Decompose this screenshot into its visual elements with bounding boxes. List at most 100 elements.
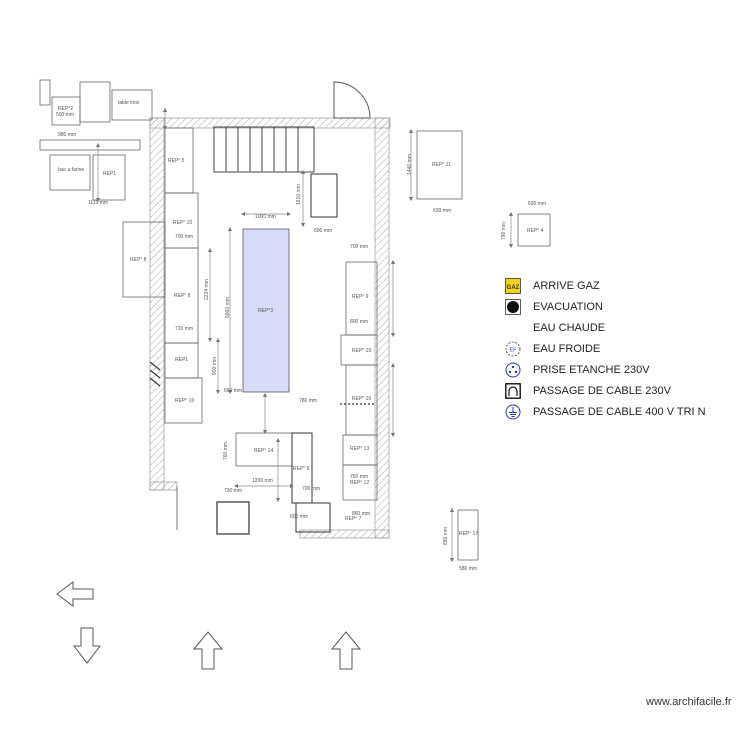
watermark: www.archifacile.fr: [646, 696, 732, 708]
legend-item-cable-400: PASSAGE DE CABLE 400 V TRI N: [505, 403, 706, 421]
dim-label: 700 mm: [175, 234, 193, 240]
dim-label: 900 mm: [212, 357, 218, 375]
legend-label: EAU CHAUDE: [533, 322, 606, 334]
dim-label: 700 mm: [350, 244, 368, 250]
direction-arrows: [56, 581, 362, 670]
dim-label: 1610 mm: [296, 184, 302, 205]
top-left-small-3: [39, 139, 141, 151]
legend-label: ARRIVE GAZ: [533, 280, 600, 292]
dim-label: 650 mm: [224, 388, 242, 394]
label-rep6: REP° 6: [293, 466, 310, 472]
gas-icon: GAZ: [505, 278, 521, 294]
entry-door: [333, 81, 371, 119]
rep10-bottom-block: [164, 377, 203, 424]
dim-label: 1000 mm: [255, 214, 276, 220]
label-rep10b: REP° 10: [175, 398, 194, 404]
dim-label: 790 mm: [501, 222, 507, 240]
top-left-small-1: [79, 81, 111, 123]
legend-label: PRISE ETANCHE 230V: [533, 364, 650, 376]
arrow-up-icon-2: [330, 631, 362, 670]
label-bac-farine: bac a farine: [58, 167, 84, 173]
dim-label: 580 mm: [459, 566, 477, 572]
legend-label: EVACUATION: [533, 301, 603, 313]
svg-text:EF: EF: [509, 348, 517, 354]
label-rep2: REP°2: [58, 106, 73, 112]
legend-label: EAU FROIDE: [533, 343, 601, 355]
legend-item-evacuation: EVACUATION: [505, 298, 603, 316]
label-rep7: REP° 7: [345, 516, 362, 522]
dim-label: 2234 mm: [204, 279, 210, 300]
walls: [149, 117, 391, 539]
wall-top: [149, 117, 391, 129]
table-inox-block: [111, 89, 153, 121]
equipment: [39, 79, 551, 561]
label-rep5: REP° 5: [168, 158, 185, 164]
label-table-inox: table inox: [118, 100, 140, 106]
dim-label: 500 mm: [56, 112, 74, 118]
arrow-left-icon: [56, 581, 94, 607]
rep17-block: [457, 509, 479, 561]
dim-label: 1200 mm: [252, 478, 273, 484]
legend-item-cable-230: PASSAGE DE CABLE 230V: [505, 382, 671, 400]
dim-label: 700 mm: [302, 486, 320, 492]
label-rep8b: REP° 8: [174, 293, 191, 299]
pipe-marks: [149, 361, 375, 405]
label-rep3-small: REP1: [103, 171, 116, 177]
arrow-down-icon: [72, 627, 102, 664]
svg-text:GAZ: GAZ: [507, 285, 520, 291]
legend-item-gas: GAZ ARRIVE GAZ: [505, 277, 600, 295]
cold-water-icon: EF: [505, 341, 521, 357]
bac-farine-block: [49, 154, 91, 191]
dim-label: 750 mm: [350, 474, 368, 480]
wall-bottom-right: [299, 529, 390, 539]
legend-label: PASSAGE DE CABLE 400 V TRI N: [533, 406, 706, 418]
wall-bottom-left: [149, 481, 178, 491]
label-rep1: REP1: [175, 357, 188, 363]
label-rep12: REP° 12: [350, 480, 369, 486]
cable-400v-icon: [505, 404, 521, 420]
dim-label: 5960 mm: [225, 297, 231, 318]
legend-item-cold-water: EF EAU FROIDE: [505, 340, 600, 358]
dim-label: 630 mm: [528, 201, 546, 207]
dim-label: 720 mm: [175, 326, 193, 332]
rep4-block: [517, 213, 551, 247]
dim-label: 600 mm: [314, 228, 332, 234]
dim-label: 980 mm: [58, 132, 76, 138]
drain-icon: [505, 299, 521, 315]
staircase: [213, 126, 315, 173]
dim-label: 860 mm: [352, 511, 370, 517]
label-rep4: REP° 4: [527, 228, 544, 234]
small-cabinet: [310, 173, 338, 218]
dim-label: 630 mm: [433, 208, 451, 214]
label-rep3: REP°3: [258, 308, 273, 314]
label-rep9: REP° 9: [352, 294, 369, 300]
dim-label: 730 mm: [224, 488, 242, 494]
label-rep8a: REP° 8: [130, 257, 147, 263]
label-rep11: REP° 11: [432, 162, 451, 168]
dim-label: 1110 mm: [88, 200, 108, 206]
legend-item-hot-water: EAU CHAUDE: [505, 319, 605, 337]
dim-label: 800 mm: [350, 319, 368, 325]
label-rep10a: REP° 10: [173, 220, 192, 226]
wall-left: [149, 117, 165, 491]
label-rep14: REP° 14: [254, 448, 273, 454]
dim-label: 780 mm: [299, 398, 317, 404]
oven-block: [216, 501, 250, 535]
dim-label: 890 mm: [443, 527, 449, 545]
cable-230v-icon: [505, 383, 521, 399]
label-rep15: REP° 15: [352, 348, 371, 354]
rep11-block: [416, 130, 463, 200]
legend-item-socket: PRISE ETANCHE 230V: [505, 361, 650, 379]
plan-labels: REP°3 REP° 5 REP° 10 REP° 8 REP° 8 REP1 …: [56, 100, 546, 572]
dim-label: 760 mm: [223, 442, 229, 460]
rep3-block: [242, 228, 290, 393]
dim-label: 600 mm: [290, 514, 308, 520]
hot-water-icon: [505, 320, 521, 336]
rep3-small-block: [92, 154, 126, 201]
dim-label: 1440 mm: [407, 154, 413, 175]
label-rep16: REP° 16: [352, 396, 371, 402]
arrow-up-icon-1: [192, 631, 224, 670]
rep7-block: [295, 502, 331, 533]
top-left-small-2: [39, 79, 51, 106]
